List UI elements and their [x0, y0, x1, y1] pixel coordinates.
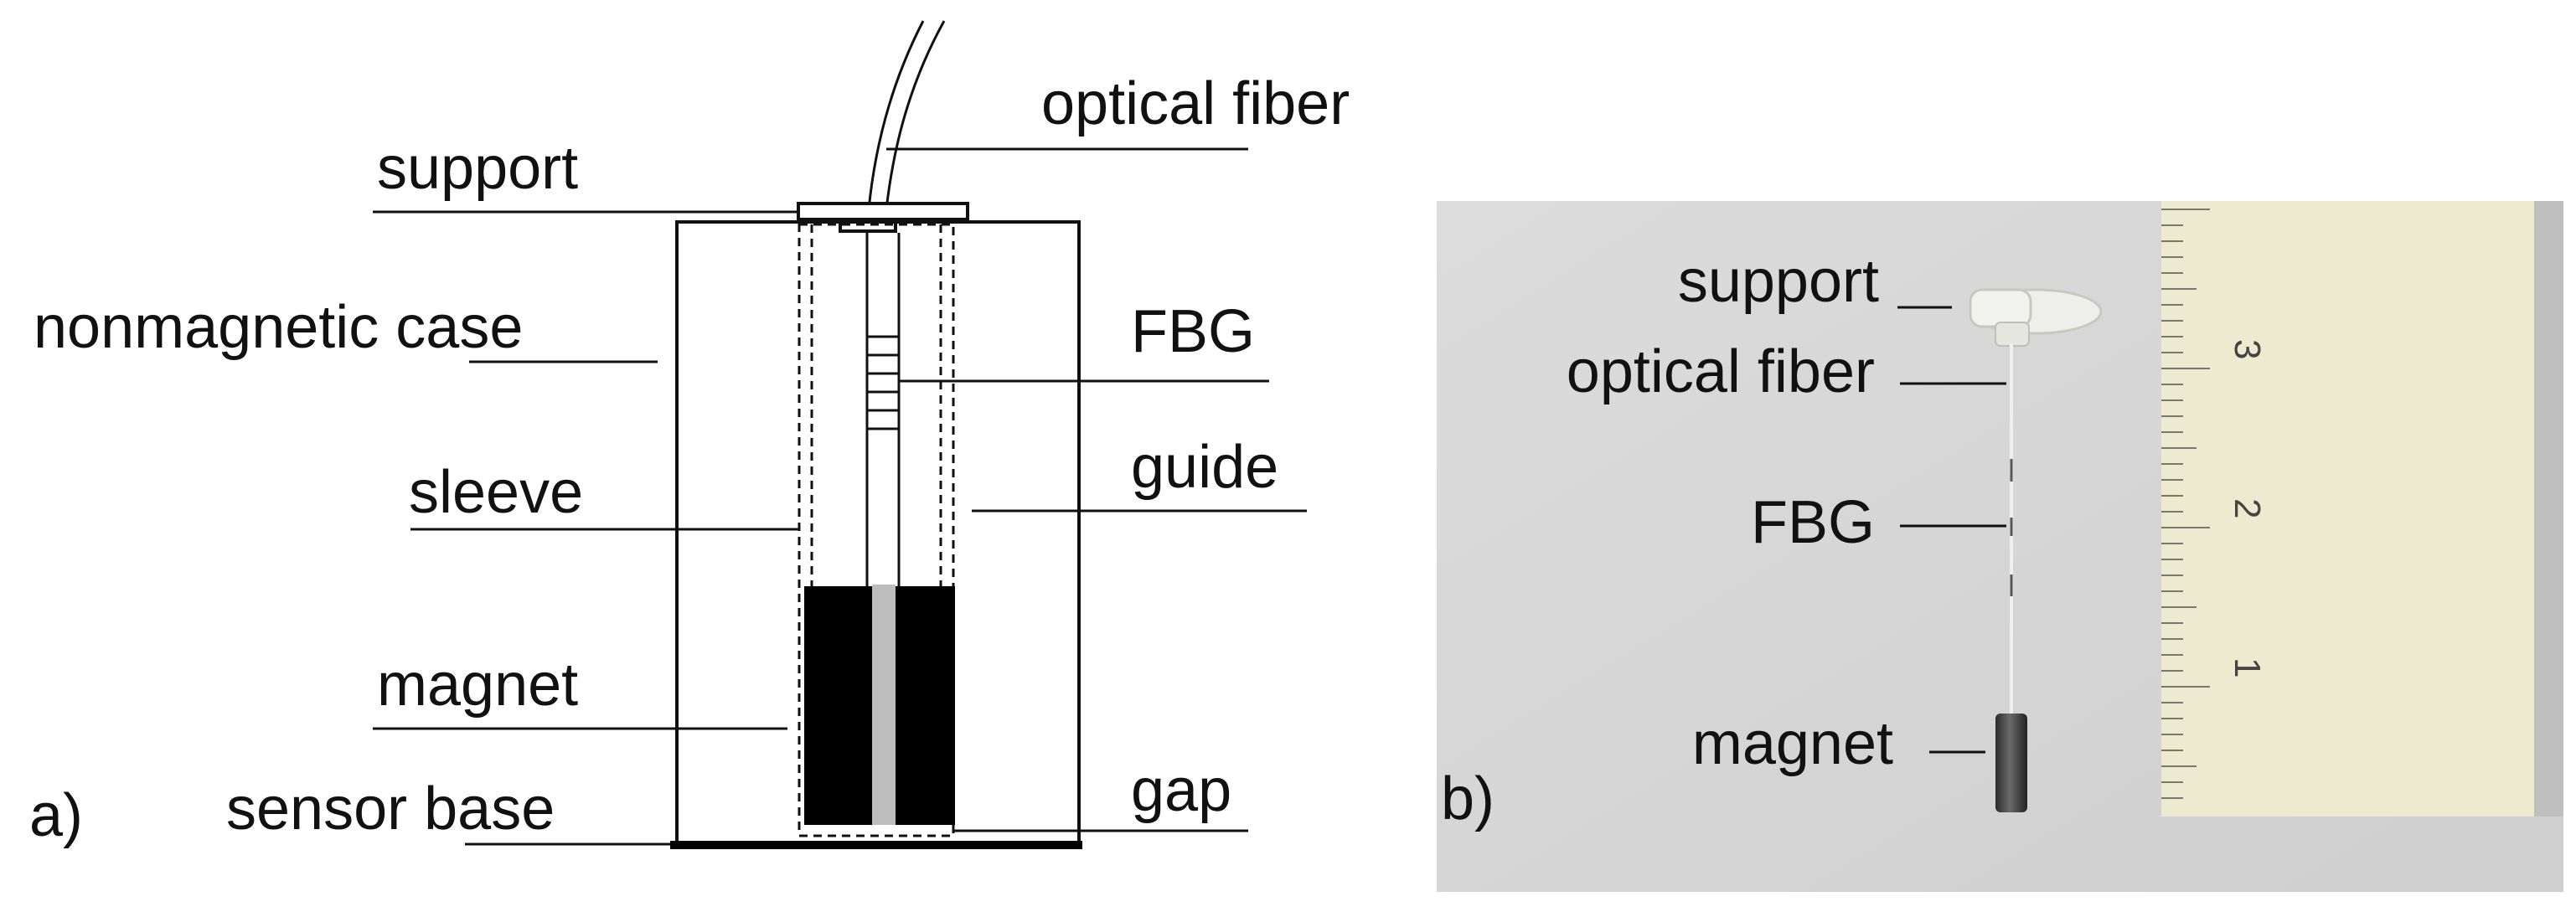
ruler-number-1: 1 — [2227, 657, 2268, 678]
label-gap: gap — [1131, 757, 1231, 824]
ruler: 3 2 1 — [2161, 201, 2563, 817]
optical-fiber-curve-inner — [867, 20, 925, 210]
panel-a-schematic: optical fiber support nonmagnetic case F… — [29, 20, 1350, 849]
optical-fiber-curve — [885, 20, 946, 210]
label-support: support — [377, 135, 578, 202]
sensor-base — [670, 841, 1082, 849]
label-magnet: magnet — [377, 652, 578, 719]
label-fbg: FBG — [1131, 298, 1255, 365]
panel-a-tag: a) — [29, 782, 83, 849]
photo-label-magnet: magnet — [1692, 710, 1893, 777]
photo-label-support: support — [1678, 248, 1879, 315]
photo-label-optical-fiber: optical fiber — [1567, 338, 1875, 405]
label-case: nonmagnetic case — [34, 294, 523, 361]
ruler-number-3: 3 — [2227, 339, 2268, 359]
label-guide: guide — [1131, 434, 1278, 501]
ruler-shadow — [2534, 201, 2563, 817]
panel-b-photo: 3 2 1 support optical fiber FBG magnet b… — [1437, 201, 2563, 892]
ruler-body — [2161, 201, 2534, 817]
panel-b-tag: b) — [1441, 765, 1494, 832]
label-sensor-base: sensor base — [226, 775, 555, 842]
support-plate — [797, 202, 969, 221]
photo-support — [1969, 288, 2103, 347]
ruler-ticks — [2161, 209, 2210, 799]
label-sleeve: sleeve — [409, 459, 583, 526]
fbg-grating — [867, 335, 899, 430]
magnet-core — [872, 585, 896, 825]
photo-magnet — [1995, 714, 2027, 812]
ruler-number-2: 2 — [2227, 498, 2268, 518]
photo-label-fbg: FBG — [1751, 489, 1875, 556]
label-optical-fiber: optical fiber — [1041, 70, 1350, 137]
